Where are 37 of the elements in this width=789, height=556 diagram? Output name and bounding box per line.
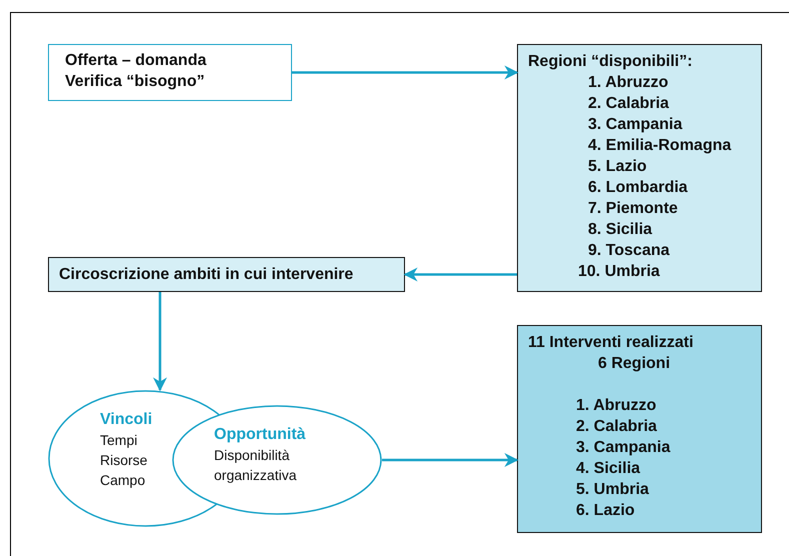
heading-text: Regioni “disponibili”: — [528, 52, 694, 72]
process-box — [48, 257, 405, 292]
box-text: Verifica “bisogno” — [65, 72, 206, 92]
arrow — [382, 453, 518, 467]
list-item: 5. Lazio — [587, 157, 648, 177]
ellipse — [172, 405, 382, 515]
list-item: 7. Piemonte — [587, 199, 679, 219]
list-item: 6. Lombardia — [587, 178, 689, 198]
heading-text: 6 Regioni — [597, 354, 672, 374]
body-text: Campo — [100, 471, 146, 490]
list-item: 2. Calabria — [575, 417, 658, 437]
body-text: Tempi — [100, 431, 138, 450]
box-text: Offerta – domanda — [65, 51, 208, 71]
list-item: 1. Abruzzo — [575, 396, 658, 416]
heading-text: Opportunità — [214, 425, 307, 445]
body-text: Risorse — [100, 451, 148, 470]
box-text: Circoscrizione ambiti in cui intervenire — [59, 265, 354, 285]
list-item: 3. Campania — [575, 438, 672, 458]
arrow — [404, 268, 517, 282]
list-item: 1. Abruzzo — [587, 73, 670, 93]
heading-text: Vincoli — [100, 410, 154, 430]
list-item: 4. Emilia-Romagna — [587, 136, 732, 156]
list-box — [517, 325, 762, 533]
list-item: 10. Umbria — [577, 262, 661, 282]
heading-text: 11 Interventi realizzati — [528, 333, 694, 353]
list-item: 5. Umbria — [575, 480, 650, 500]
list-item: 2. Calabria — [587, 94, 670, 114]
list-item: 3. Campania — [587, 115, 684, 135]
list-item: 9. Toscana — [587, 241, 671, 261]
list-item: 6. Lazio — [575, 501, 636, 521]
body-text: Disponibilità organizzativa — [214, 446, 298, 485]
list-item: 4. Sicilia — [575, 459, 642, 479]
list-box — [517, 44, 762, 292]
process-box — [48, 44, 292, 101]
arrow — [292, 66, 518, 80]
list-item: 8. Sicilia — [587, 220, 654, 240]
arrow — [153, 292, 167, 392]
